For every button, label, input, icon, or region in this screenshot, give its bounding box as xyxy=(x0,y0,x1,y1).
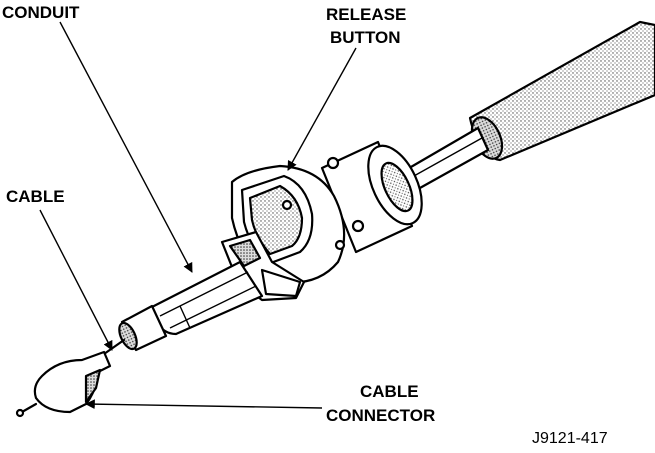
shaft-collar xyxy=(320,140,423,254)
connector-leader xyxy=(85,399,323,410)
conduit-leader xyxy=(59,21,193,273)
cable-connector xyxy=(15,350,112,418)
conduit-label: CONDUIT xyxy=(2,3,80,22)
conduit-clip xyxy=(220,230,306,302)
cable-label: CABLE xyxy=(6,187,65,206)
leader-lines xyxy=(39,21,357,410)
figure-id: J9121-417 xyxy=(532,430,608,447)
cable-connector-label-line1: CABLE xyxy=(360,382,419,401)
conduit-tube xyxy=(148,260,264,336)
release-button-label-line1: RELEASE xyxy=(326,5,406,24)
release-button-label-line2: BUTTON xyxy=(330,28,401,47)
cable-leader xyxy=(39,209,113,351)
cable-connector-label-line2: CONNECTOR xyxy=(326,406,435,425)
release-leader xyxy=(287,47,357,171)
cable-end-fitting xyxy=(102,304,168,356)
outer-tube xyxy=(468,20,655,162)
